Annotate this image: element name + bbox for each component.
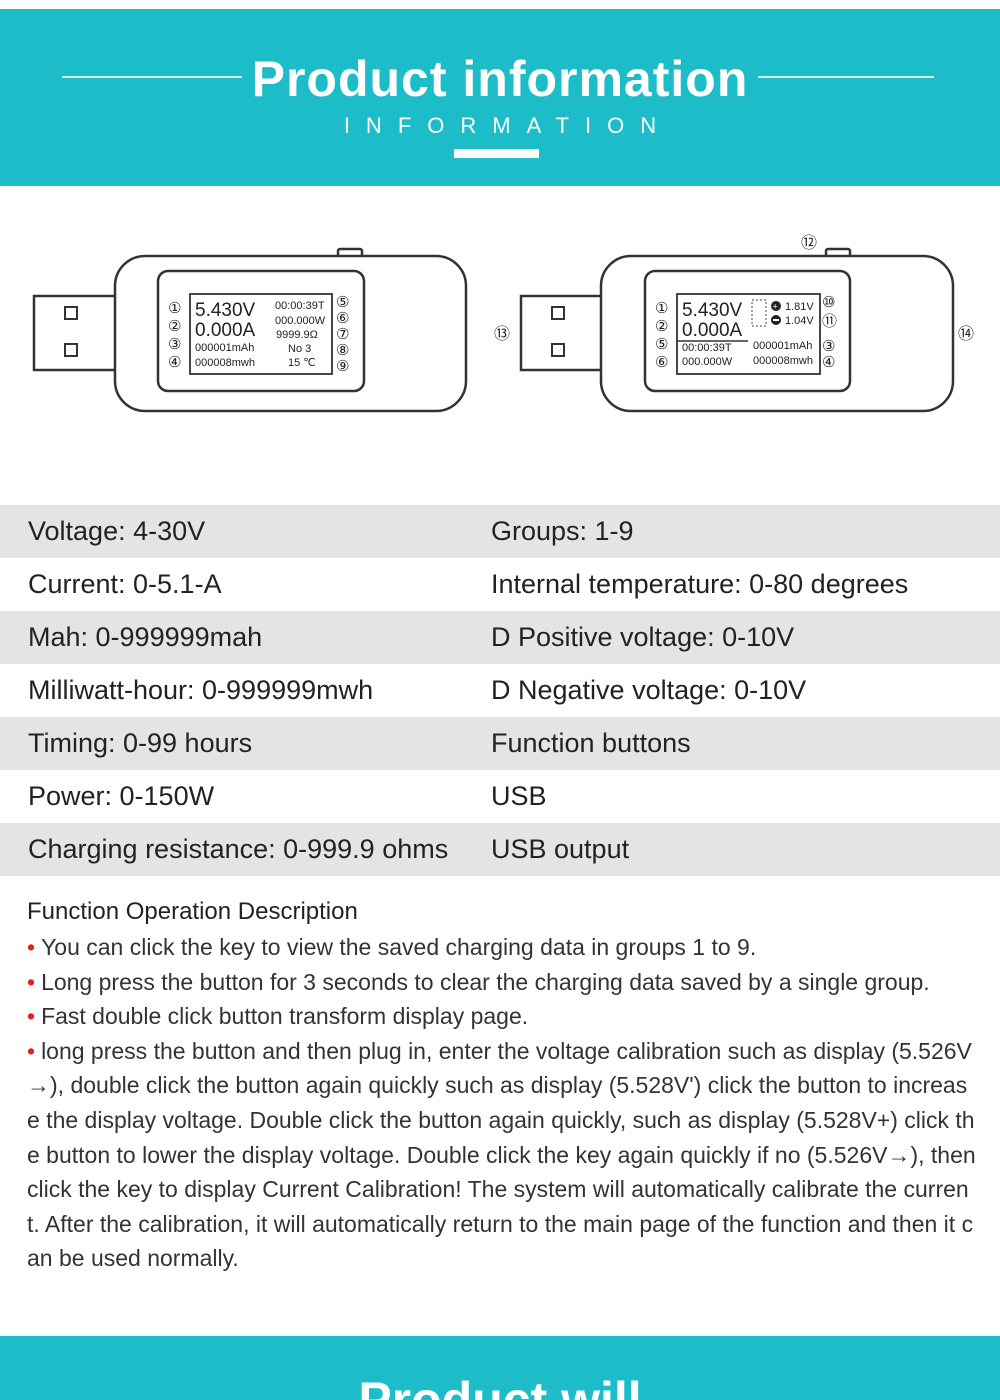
marker-4: ④ [168,354,181,371]
lcd-right-mah: 000001mAh [753,340,812,352]
spec-row: Timing: 0-99 hours Function buttons [0,717,1000,770]
spec-left-cell: Voltage: 4-30V [28,516,206,546]
device-screen-frame-left [156,269,366,393]
device-screen-frame-right [643,269,852,393]
marker-9: ⑨ [336,358,349,375]
plus-sign: + [773,302,778,312]
spec-left-cell: Timing: 0-99 hours [28,728,253,758]
lcd-left-temperature: 15 ℃ [288,357,316,369]
lcd-left-group: No 3 [288,343,311,355]
lcd-right-mwh: 000008mwh [753,355,813,367]
marker-r1: ① [655,300,668,317]
marker-12: ⑫ [801,234,817,252]
spec-left-cell: Power: 0-150W [28,781,215,811]
lcd-left-timer: 00:00:39T [275,300,325,312]
usb-pin-right-top [551,306,565,320]
marker-10: ⑩ [822,294,835,311]
header-right-rule [758,76,934,78]
lcd-left-mwh: 000008mwh [195,357,255,369]
marker-14: ⑭ [958,325,974,343]
footer-title: Product will [358,1372,642,1400]
marker-6: ⑥ [336,310,349,327]
lcd-right-dminus: 1.04V [785,315,814,327]
description-item: •long press the button and then plug in,… [27,1034,977,1276]
spec-right-cell: Groups: 1-9 [491,516,634,546]
lcd-left-current: 0.000A [195,320,256,341]
marker-r3: ③ [822,338,835,355]
spec-row: Mah: 0-999999mah D Positive voltage: 0-1… [0,611,1000,664]
usb-pin-left-top [64,306,78,320]
spec-left-cell: Mah: 0-999999mah [28,622,263,652]
marker-13: ⑬ [494,325,510,343]
footer-banner: Product will [0,1336,1000,1400]
marker-3: ③ [168,336,181,353]
spec-right-cell: D Negative voltage: 0-10V [491,675,807,705]
lcd-right-current: 0.000A [682,320,743,341]
lcd-right-dplus: 1.81V [785,301,814,313]
page-subtitle: INFORMATION [343,113,673,138]
marker-11: ⑪ [822,313,837,330]
page-title: Product information [251,51,749,107]
function-description: Function Operation Description •You can … [27,896,977,1276]
usb-pin-right-bottom [551,343,565,357]
spec-right-cell: Internal temperature: 0-80 degrees [491,569,909,599]
spec-left-cell: Current: 0-5.1-A [28,569,222,599]
lcd-left-power: 000.000W [275,315,326,327]
description-text: long press the button and then plug in, … [27,1037,976,1272]
description-text: You can click the key to view the saved … [41,934,757,960]
description-text: Fast double click button transform displ… [41,1003,529,1030]
description-text: Long press the button for 3 seconds to c… [41,968,930,995]
header-banner: Product information INFORMATION [0,9,1000,186]
spec-row: Milliwatt-hour: 0-999999mwh D Negative v… [0,664,1000,717]
lcd-right [676,293,821,375]
device-illustrations: 5.430V 0.000A 000001mAh 000008mwh 00:00:… [32,234,974,413]
marker-5: ⑤ [336,294,349,311]
lcd-right-voltage: 5.430V [682,300,743,321]
marker-r2: ② [655,318,668,335]
description-item: •Fast double click button transform disp… [27,999,977,1034]
bullet-icon: • [27,934,36,960]
spec-left-cell: Charging resistance: 0-999.9 ohms [28,834,449,864]
bullet-icon: • [27,1003,36,1030]
marker-r6: ⑥ [655,354,668,371]
lcd-left-voltage: 5.430V [195,300,256,321]
spec-row: Charging resistance: 0-999.9 ohms USB ou… [0,823,1000,876]
lcd-right-power: 000.000W [682,356,733,368]
spec-right-cell: USB [491,781,547,811]
description-item: •Long press the button for 3 seconds to … [27,965,977,1000]
spec-right-cell: USB output [491,834,630,864]
header-underline-bar [454,149,539,158]
spec-right-cell: Function buttons [491,728,691,758]
device-right [519,247,955,413]
lcd-left [189,293,333,375]
spec-right-cell: D Positive voltage: 0-10V [491,622,795,652]
lcd-right-text: 5.430V 0.000A 00:00:39T 000.000W + 1.81V… [494,234,974,371]
spec-table: Voltage: 4-30V Groups: 1-9 Current: 0-5.… [0,505,1000,876]
marker-2: ② [168,318,181,335]
lcd-left-resistance: 9999.9Ω [276,329,318,341]
spec-left-cell: Milliwatt-hour: 0-999999mwh [28,675,374,705]
marker-r4: ④ [822,354,835,371]
plus-circle-icon [771,301,781,311]
usb-pin-left-bottom [64,343,78,357]
marker-8: ⑧ [336,342,349,359]
device-left [32,247,468,413]
marker-1: ① [168,300,181,317]
spec-row: Current: 0-5.1-A Internal temperature: 0… [0,558,1000,611]
lcd-left-mah: 000001mAh [195,342,254,354]
marker-7: ⑦ [336,326,349,343]
minus-sign [773,319,779,321]
spec-row: Power: 0-150W USB [0,770,1000,823]
lcd-right-timer: 00:00:39T [682,342,732,354]
header-left-rule [62,76,242,78]
marker-r5: ⑤ [655,336,668,353]
description-item: •You can click the key to view the saved… [27,930,977,965]
description-heading: Function Operation Description [27,898,358,925]
lcd-left-text: 5.430V 0.000A 000001mAh 000008mwh 00:00:… [168,294,349,375]
spec-row: Voltage: 4-30V Groups: 1-9 [0,505,1000,558]
bullet-icon: • [27,1037,36,1064]
bullet-icon: • [27,968,36,995]
